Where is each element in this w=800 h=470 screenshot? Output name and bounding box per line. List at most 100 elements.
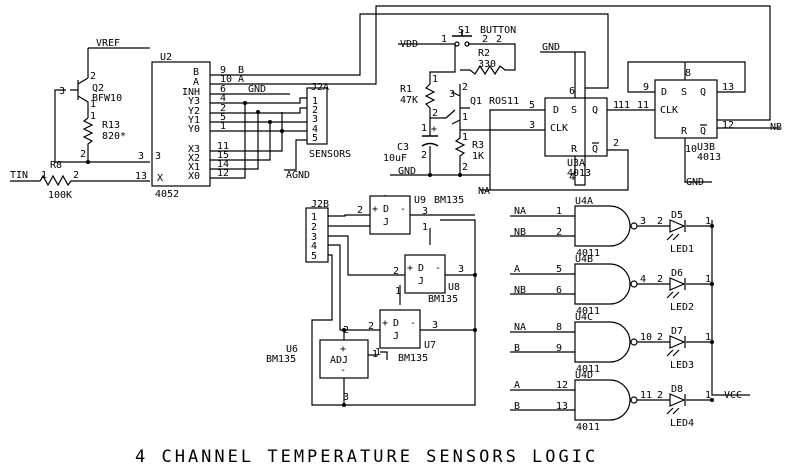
nand-input-2-net: B	[514, 343, 520, 354]
u7-p3: 3	[432, 320, 438, 331]
svg-text:14: 14	[217, 159, 229, 170]
u3b-p13: 13	[722, 82, 734, 93]
u3a-d-wire	[480, 109, 545, 191]
u9-p1: 1	[422, 222, 428, 233]
u6-ref: U6	[286, 344, 298, 355]
u3b-clk: CLK	[660, 105, 678, 116]
c3-plus: +	[431, 124, 437, 135]
u3a-s: S	[571, 105, 577, 116]
u7-p1: 1	[375, 347, 381, 358]
u8-ref: U8	[448, 282, 460, 293]
nand-output-pin: 11	[640, 390, 652, 401]
diagram-title: 4 CHANNEL TEMPERATURE SENSORS LOGIC	[135, 447, 598, 467]
agnd-label: AGND	[286, 170, 310, 181]
svg-text:6: 6	[220, 84, 226, 95]
junction	[428, 173, 432, 177]
nand-input-wires	[510, 273, 575, 295]
r1-p1: 1	[432, 74, 438, 85]
svg-text:4: 4	[311, 241, 317, 252]
nand-input-1-pin: 12	[556, 380, 568, 391]
u6-p2: 2	[343, 325, 349, 336]
agnd-wire	[284, 139, 307, 171]
r8-p1: 1	[41, 170, 47, 181]
u3b-p10: 10	[685, 144, 697, 155]
u7-plus: +	[382, 318, 388, 329]
led-light-arrows	[666, 407, 680, 415]
c3-ref: C3	[397, 142, 409, 153]
u2-b-net: B	[238, 65, 244, 76]
u3a-qb-wire	[490, 149, 629, 191]
nand-gate-part: 4011	[576, 422, 600, 433]
j2a-body	[306, 87, 328, 145]
u7-body	[379, 309, 421, 349]
u2-pin3-label: 3	[155, 151, 161, 162]
u3a-clk: CLK	[550, 123, 568, 134]
u7-p2: 2	[368, 321, 374, 332]
junction	[243, 101, 247, 105]
u3b-p11: 11	[637, 100, 649, 111]
u3b-p9: 9	[643, 82, 649, 93]
r8-symbol	[10, 174, 150, 187]
led-ref: D6	[671, 268, 683, 279]
u7-ref: U7	[424, 340, 436, 351]
svg-text:INH: INH	[182, 87, 200, 98]
junction	[256, 110, 260, 114]
r13-p2: 2	[80, 149, 86, 160]
svg-text:Y0: Y0	[188, 124, 200, 135]
nand-input-2-net: NB	[514, 227, 526, 238]
svg-text:9: 9	[220, 65, 226, 76]
led-ref: D5	[671, 210, 683, 221]
q2-gate-wire	[54, 89, 66, 162]
nand-gate-ref: U4B	[575, 254, 593, 265]
q2-p1: 1	[90, 99, 96, 110]
nand-output-pin: 4	[640, 274, 646, 285]
junction	[342, 403, 346, 407]
r13-p1: 1	[90, 111, 96, 122]
nand-gate-body	[574, 263, 631, 305]
junction	[280, 129, 284, 133]
svg-text:Y3: Y3	[188, 96, 200, 107]
u8-p2: 2	[393, 266, 399, 277]
nand-input-1-net: A	[514, 264, 520, 275]
led-name: LED3	[670, 360, 694, 371]
u6-adj: ADJ	[330, 355, 348, 366]
u8-p1: 1	[395, 286, 401, 297]
nand-gate-body	[574, 379, 631, 421]
led-name: LED1	[670, 244, 694, 255]
j2a-pins: 1 2 3 4 5	[312, 96, 318, 144]
nand-input-2-net: NB	[514, 285, 526, 296]
nb-label: NB	[770, 122, 782, 133]
u3b-body	[654, 79, 718, 139]
led-cathode-pin: 1	[705, 390, 711, 401]
u3a-r: R	[571, 144, 578, 155]
nand-input-2-net: B	[514, 401, 520, 412]
s1-p2: 2	[482, 34, 488, 45]
u2-ref: U2	[160, 52, 172, 63]
nand-output-bubble	[630, 396, 638, 404]
r3-val: 1K	[472, 151, 484, 162]
u9-ref: U9	[414, 195, 426, 206]
u3a-p4: 4	[569, 172, 575, 183]
svg-text:5: 5	[220, 112, 226, 123]
u8-body	[404, 254, 446, 294]
u7-part: BM135	[398, 353, 428, 364]
u8-d: D	[418, 263, 424, 274]
u3a-d: D	[553, 105, 559, 116]
u2-x-label: X	[157, 173, 163, 184]
j2b-body	[305, 207, 329, 263]
c3-p1: 1	[421, 123, 427, 134]
svg-text:10: 10	[220, 74, 232, 85]
u3a-gnd-wires	[540, 51, 586, 186]
nand-input-1-pin: 1	[556, 206, 562, 217]
nand-input-1-net: A	[514, 380, 520, 391]
u3b-s: S	[681, 87, 687, 98]
u3a-p6: 6	[569, 86, 575, 97]
s1-ref: S1	[458, 25, 470, 36]
svg-text:X1: X1	[188, 162, 200, 173]
svg-text:5: 5	[311, 251, 317, 262]
u3a-p5: 5	[529, 100, 535, 111]
u3b-ref: U3B	[697, 142, 715, 153]
junction	[710, 398, 714, 402]
